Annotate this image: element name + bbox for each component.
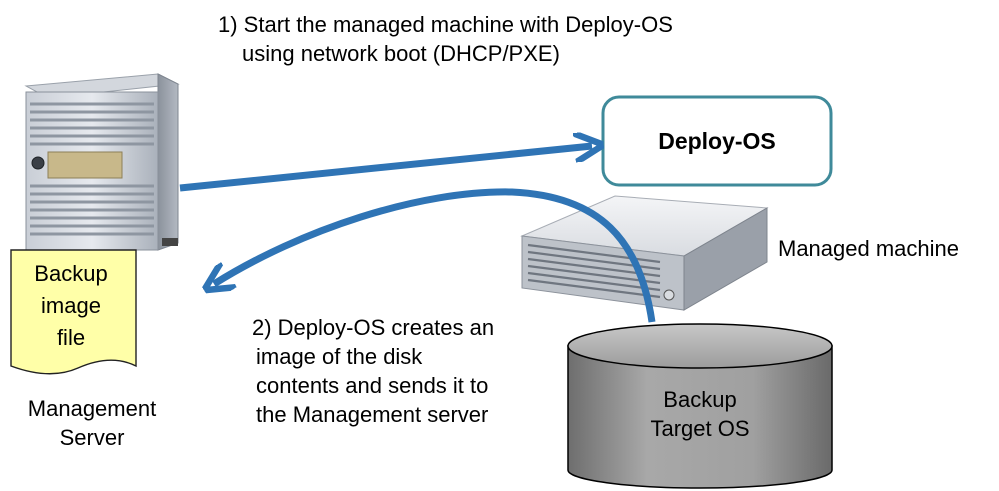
step2-line: contents and sends it to <box>256 373 489 398</box>
step1-line2: using network boot (DHCP/PXE) <box>242 41 560 66</box>
backup-file-line: file <box>56 325 86 350</box>
step2-line: 2) Deploy-OS creates an <box>252 315 495 340</box>
disk-line: Backup <box>663 387 737 412</box>
deploy-os-label: Deploy-OS <box>658 127 776 154</box>
management-server-icon <box>24 73 180 251</box>
step1-caption: 1) Start the managed machine with Deploy… <box>218 10 673 68</box>
disk-line: Target OS <box>650 416 750 441</box>
boot-arrow <box>179 146 592 192</box>
managed-machine-label: Managed machine <box>778 236 960 261</box>
disk-label: Backup Target OS <box>600 385 800 443</box>
management-server-label: Management Server <box>12 394 172 452</box>
backup-file-icon <box>10 249 137 375</box>
backup-file-label: Backup image file <box>12 258 130 354</box>
management-server-line: Management <box>27 396 157 421</box>
backup-disk-icon <box>567 323 833 489</box>
step1-line1: 1) Start the managed machine with Deploy… <box>218 12 673 37</box>
backup-file-line: image <box>41 293 101 318</box>
step2-line: image of the disk <box>256 344 423 369</box>
step2-line: the Management server <box>256 402 489 427</box>
management-server-line: Server <box>59 425 125 450</box>
backup-file-line: Backup <box>34 261 108 286</box>
step2-caption: 2) Deploy-OS creates an image of the dis… <box>252 313 494 429</box>
image-transfer-arrow <box>214 188 656 323</box>
